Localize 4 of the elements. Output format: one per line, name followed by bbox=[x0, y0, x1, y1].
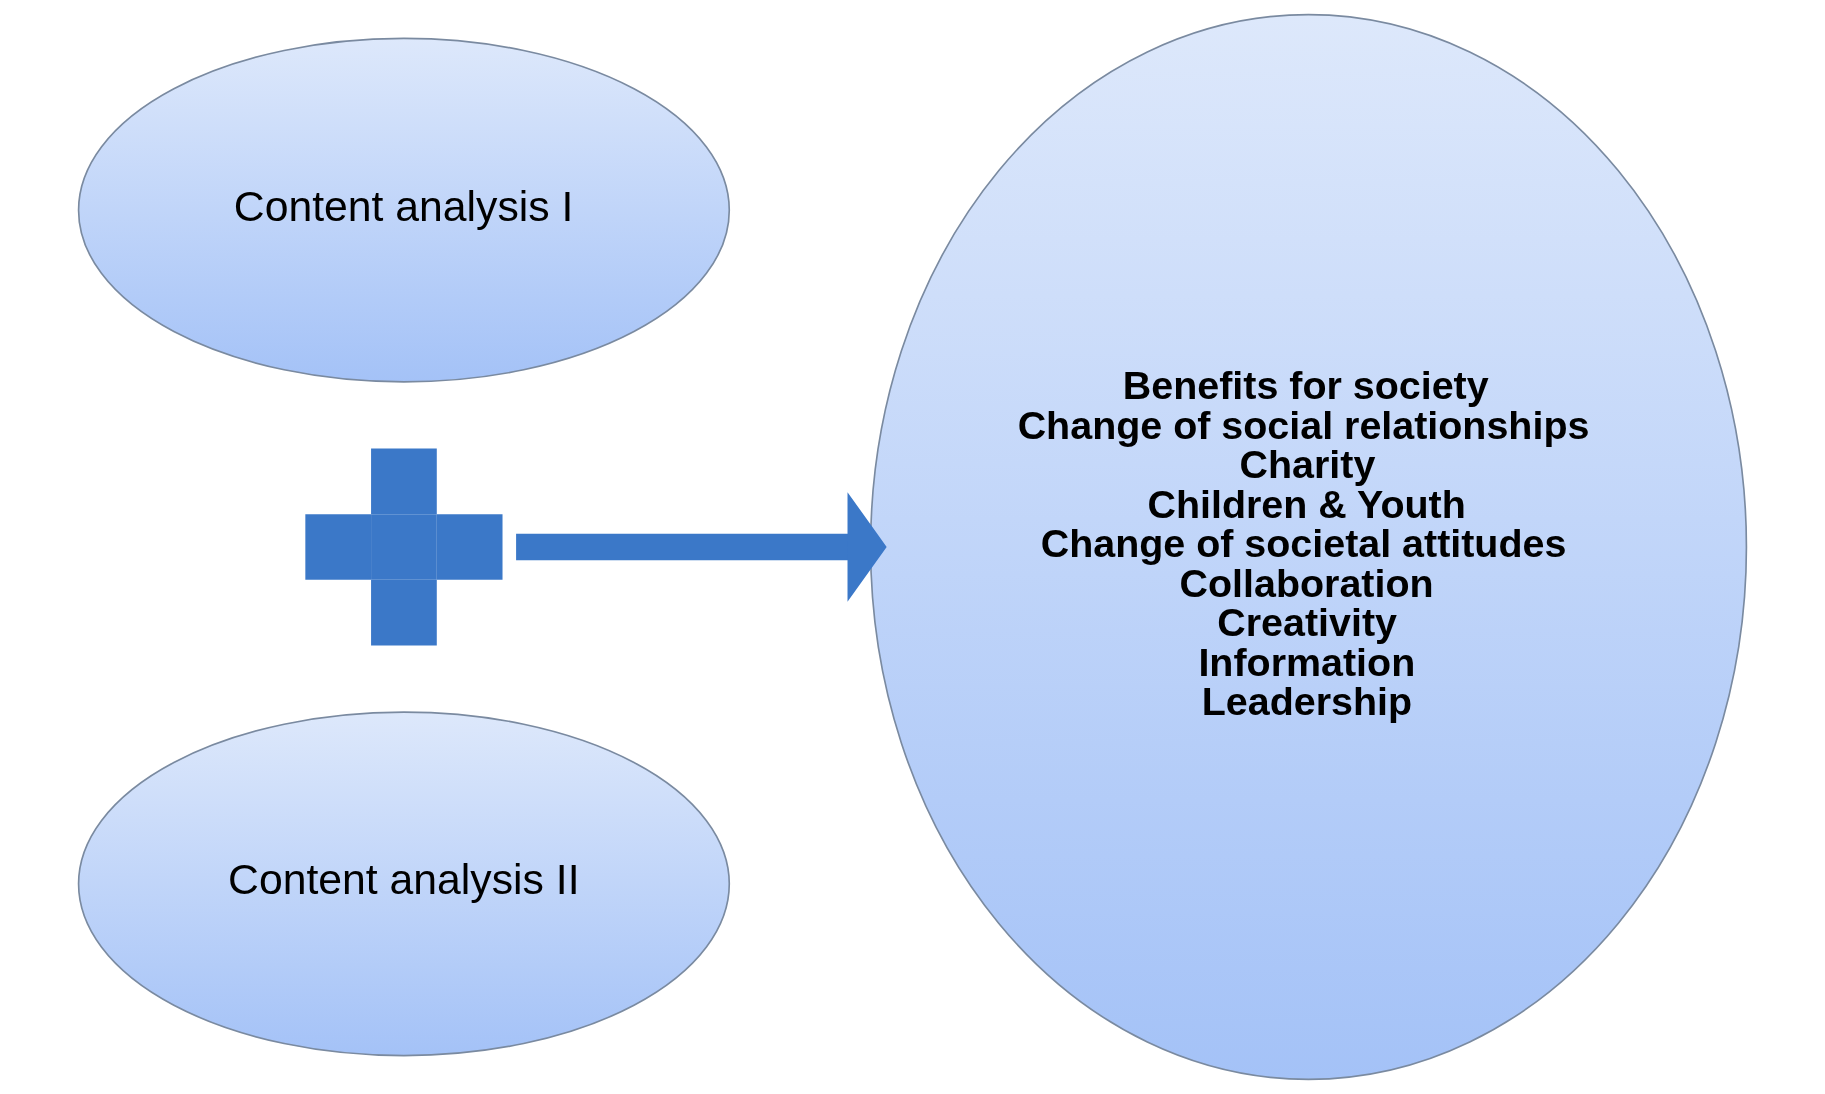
arrow bbox=[516, 492, 887, 602]
node-ellipse: Content analysis II bbox=[77, 711, 731, 1057]
node-ellipse: Content analysis I bbox=[77, 37, 731, 383]
node-ellipse: Benefits for society Change of social relationships Charity Children & Youth Change of societal attitudes Collaboration Creativity Information Leadership bbox=[869, 13, 1748, 1081]
